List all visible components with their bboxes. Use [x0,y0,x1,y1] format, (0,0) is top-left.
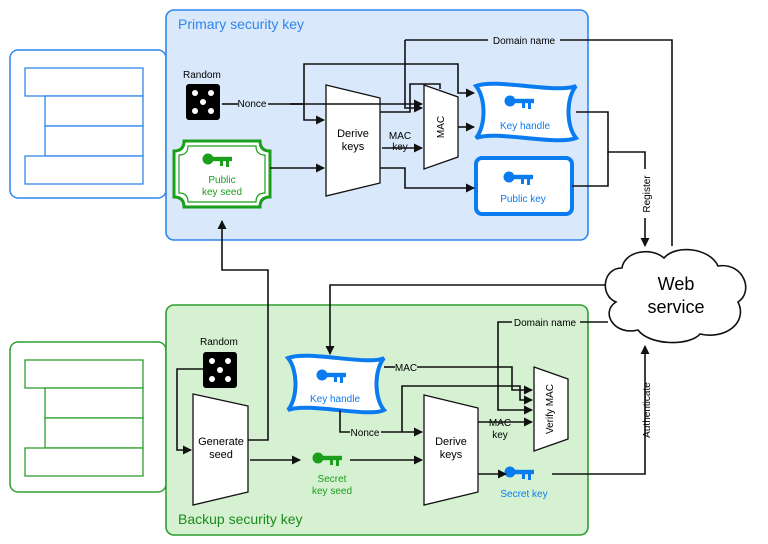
backup-derive-keys-line1: Derive [435,436,467,448]
cloud-icon: Web service [604,248,747,344]
secret-key: Secret key [500,466,548,500]
backup-mac-key-line1: MAC [489,418,511,429]
primary-mac-key-line1: MAC [389,131,411,142]
primary-public-key-seed: Public key seed [172,139,272,209]
backup-dice-icon [203,352,237,388]
primary-key-handle: Key handle [472,81,580,143]
backup-device-icon [9,341,167,493]
secret-key-seed-line1: Secret [318,474,347,485]
verify-mac-box [533,366,569,452]
primary-key-handle-label: Key handle [500,121,550,132]
primary-random-label: Random [183,70,221,81]
secret-key-seed: Secret key seed [312,452,352,497]
primary-dice-icon [186,84,220,120]
primary-derive-keys-line2: keys [342,141,365,153]
generate-seed-box [192,393,249,506]
backup-key-handle: Key handle [284,353,388,415]
backup-random-label: Random [200,337,238,348]
public-key-seed-line1: Public [208,175,235,186]
domain-name-top-label: Domain name [493,36,556,47]
public-key-seed-line2: key seed [202,187,242,198]
backup-mac-label: MAC [395,363,417,374]
register-label: Register [642,175,653,213]
verify-mac-label: Verify MAC [545,384,556,434]
generate-seed-line1: Generate [198,436,244,448]
primary-nonce-label: Nonce [238,99,267,110]
primary-mac-box [423,84,459,170]
backup-connectors: MAC Nonce Domain name Authenticate [176,220,653,479]
primary-connectors: Nonce Domain name Register [222,36,673,247]
backup-mac-key-line2: key [492,430,508,441]
domain-name-backup-label: Domain name [514,318,577,329]
web-service-line2: service [647,297,704,317]
primary-public-key: Public key [474,156,574,216]
web-service-line1: Web [658,274,695,294]
backup-title: Backup security key [178,511,303,527]
backup-derive-keys-box [423,394,479,506]
primary-public-key-label: Public key [500,194,546,205]
secret-key-seed-line2: key seed [312,486,352,497]
primary-device-icon [9,49,167,199]
primary-title: Primary security key [178,16,304,32]
primary-derive-keys-box [325,84,381,197]
backup-nonce-label: Nonce [351,428,380,439]
secret-key-label: Secret key [500,489,547,500]
primary-mac-label: MAC [436,116,447,138]
primary-derive-keys-line1: Derive [337,128,369,140]
authenticate-label: Authenticate [642,382,653,438]
generate-seed-line2: seed [209,449,233,461]
backup-derive-keys-line2: keys [440,449,463,461]
backup-security-key-box [165,304,589,536]
backup-key-handle-label: Key handle [310,394,360,405]
